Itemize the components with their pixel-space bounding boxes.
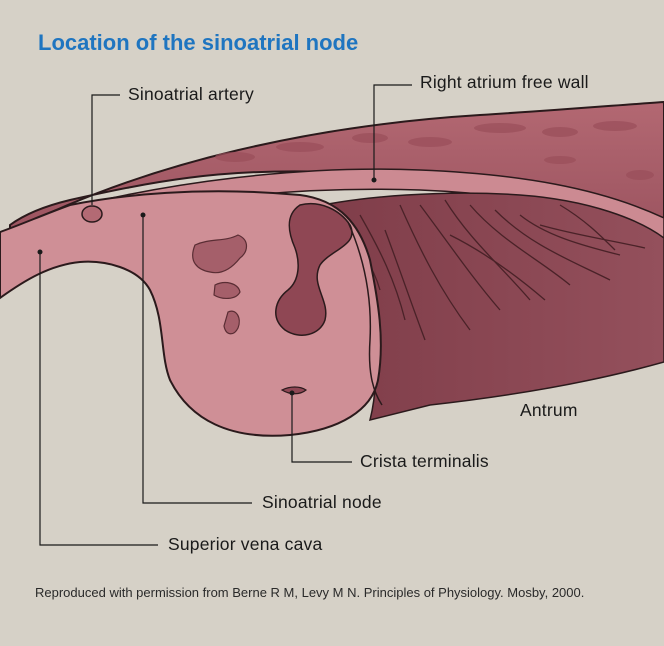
figure-title: Location of the sinoatrial node (38, 30, 358, 56)
dot-crista-terminalis (290, 391, 295, 396)
label-crista-terminalis: Crista terminalis (360, 451, 489, 472)
dot-superior-vena-cava (38, 250, 43, 255)
dot-sinoatrial-node (141, 213, 146, 218)
label-sinoatrial-artery: Sinoatrial artery (128, 84, 254, 105)
figure-caption: Reproduced with permission from Berne R … (35, 583, 635, 602)
label-antrum: Antrum (520, 400, 578, 421)
label-right-atrium-free-wall: Right atrium free wall (420, 72, 589, 93)
leader-superior-vena-cava (40, 252, 158, 545)
sinoatrial-artery (82, 206, 102, 222)
label-superior-vena-cava: Superior vena cava (168, 534, 322, 555)
label-sinoatrial-node: Sinoatrial node (262, 492, 382, 513)
dot-right-atrium-free-wall (372, 178, 377, 183)
